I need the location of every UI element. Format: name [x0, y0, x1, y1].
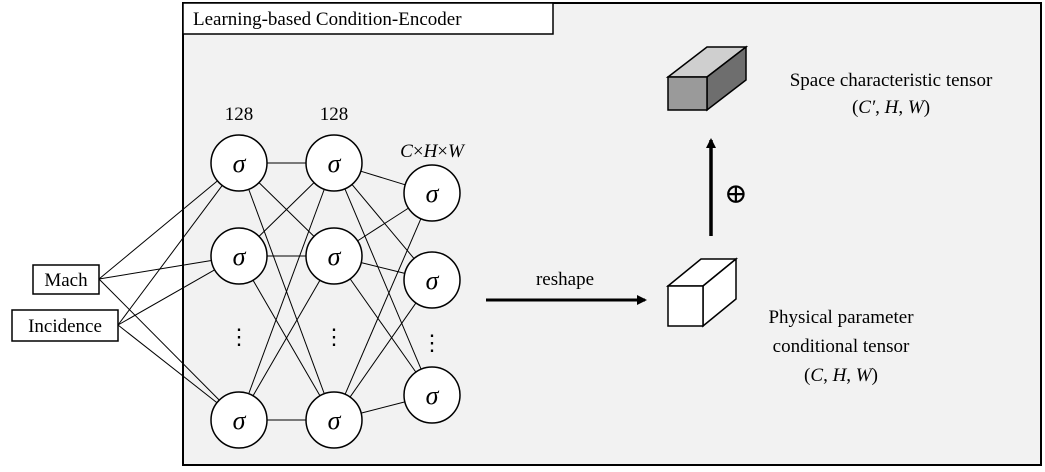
input-connection [117, 324, 218, 404]
output-connection [344, 218, 422, 395]
neuron-symbol: σ [233, 149, 247, 178]
neuron: σ [403, 251, 461, 309]
neuron: σ [305, 227, 363, 285]
output-connection [349, 302, 417, 398]
layer3-ellipsis: ⋮ [421, 330, 443, 355]
output-connection [361, 401, 405, 414]
output-connection [360, 170, 406, 186]
panel-title-box [182, 2, 554, 35]
hidden-connection [258, 182, 315, 237]
neuron: σ [305, 134, 363, 192]
layer3-c-label: C [400, 141, 413, 162]
output-connection [349, 278, 417, 373]
layer3-size-label: C×H×W [400, 141, 466, 162]
neuron-layer-1: σ σ ⋮ σ [210, 134, 268, 449]
output-connection [344, 188, 422, 370]
input-connection [98, 278, 220, 401]
characteristic-tensor-line1: Space characteristic tensor [790, 70, 993, 91]
input-connection [98, 180, 218, 280]
hidden-connection [252, 279, 321, 397]
conditional-tensor-dims: (C, H, W) [804, 365, 878, 386]
output-connection [361, 262, 405, 274]
input-connection [98, 260, 212, 280]
conditional-tensor-line1: Physical parameter [768, 307, 914, 328]
neuron: σ [403, 366, 461, 424]
layer1-ellipsis: ⋮ [228, 324, 250, 349]
neuron-symbol: σ [233, 406, 247, 435]
layer3-h-label: H [423, 141, 439, 162]
layer3-times1: × [413, 141, 424, 162]
neuron-layer-2: σ σ ⋮ σ [305, 134, 363, 449]
input-connection [117, 269, 215, 326]
characteristic-tensor-bar [665, 45, 749, 112]
conditional-tensor-cube [665, 257, 739, 328]
network-connections [98, 162, 422, 421]
conditional-tensor-line2: conditional tensor [773, 336, 910, 357]
panel-title: Learning-based Condition-Encoder [193, 9, 462, 30]
neuron-symbol: σ [426, 179, 440, 208]
neuron-symbol: σ [328, 149, 342, 178]
layer2-size-label: 128 [320, 104, 349, 125]
neuron-symbol: σ [328, 406, 342, 435]
characteristic-tensor-dims: (C′, H, W) [852, 97, 930, 118]
neuron: σ [210, 227, 268, 285]
layer3-times2: × [437, 141, 448, 162]
neuron-symbol: σ [328, 242, 342, 271]
reshape-label: reshape [536, 269, 594, 290]
cube-front-face [667, 285, 704, 327]
layer2-ellipsis: ⋮ [323, 324, 345, 349]
output-connection [357, 207, 409, 242]
neuron: σ [305, 391, 363, 449]
neuron-symbol: σ [426, 381, 440, 410]
neuron-symbol: σ [233, 242, 247, 271]
bar-front-face [667, 76, 708, 111]
layer1-size-label: 128 [225, 104, 254, 125]
neuron-symbol: σ [426, 266, 440, 295]
neuron: σ [210, 391, 268, 449]
hidden-connection [248, 189, 325, 394]
input-connection [117, 185, 223, 326]
mach-input-label: Mach [44, 270, 88, 291]
oplus-symbol: ⊕ [724, 179, 747, 210]
output-connection [351, 184, 415, 259]
incidence-input-label: Incidence [28, 316, 102, 337]
neuron: σ [210, 134, 268, 192]
mach-input-box [32, 264, 100, 295]
neuron-layer-3: σ σ ⋮ σ [403, 164, 461, 424]
neuron: σ [403, 164, 461, 222]
layer3-w-label: W [448, 141, 466, 162]
